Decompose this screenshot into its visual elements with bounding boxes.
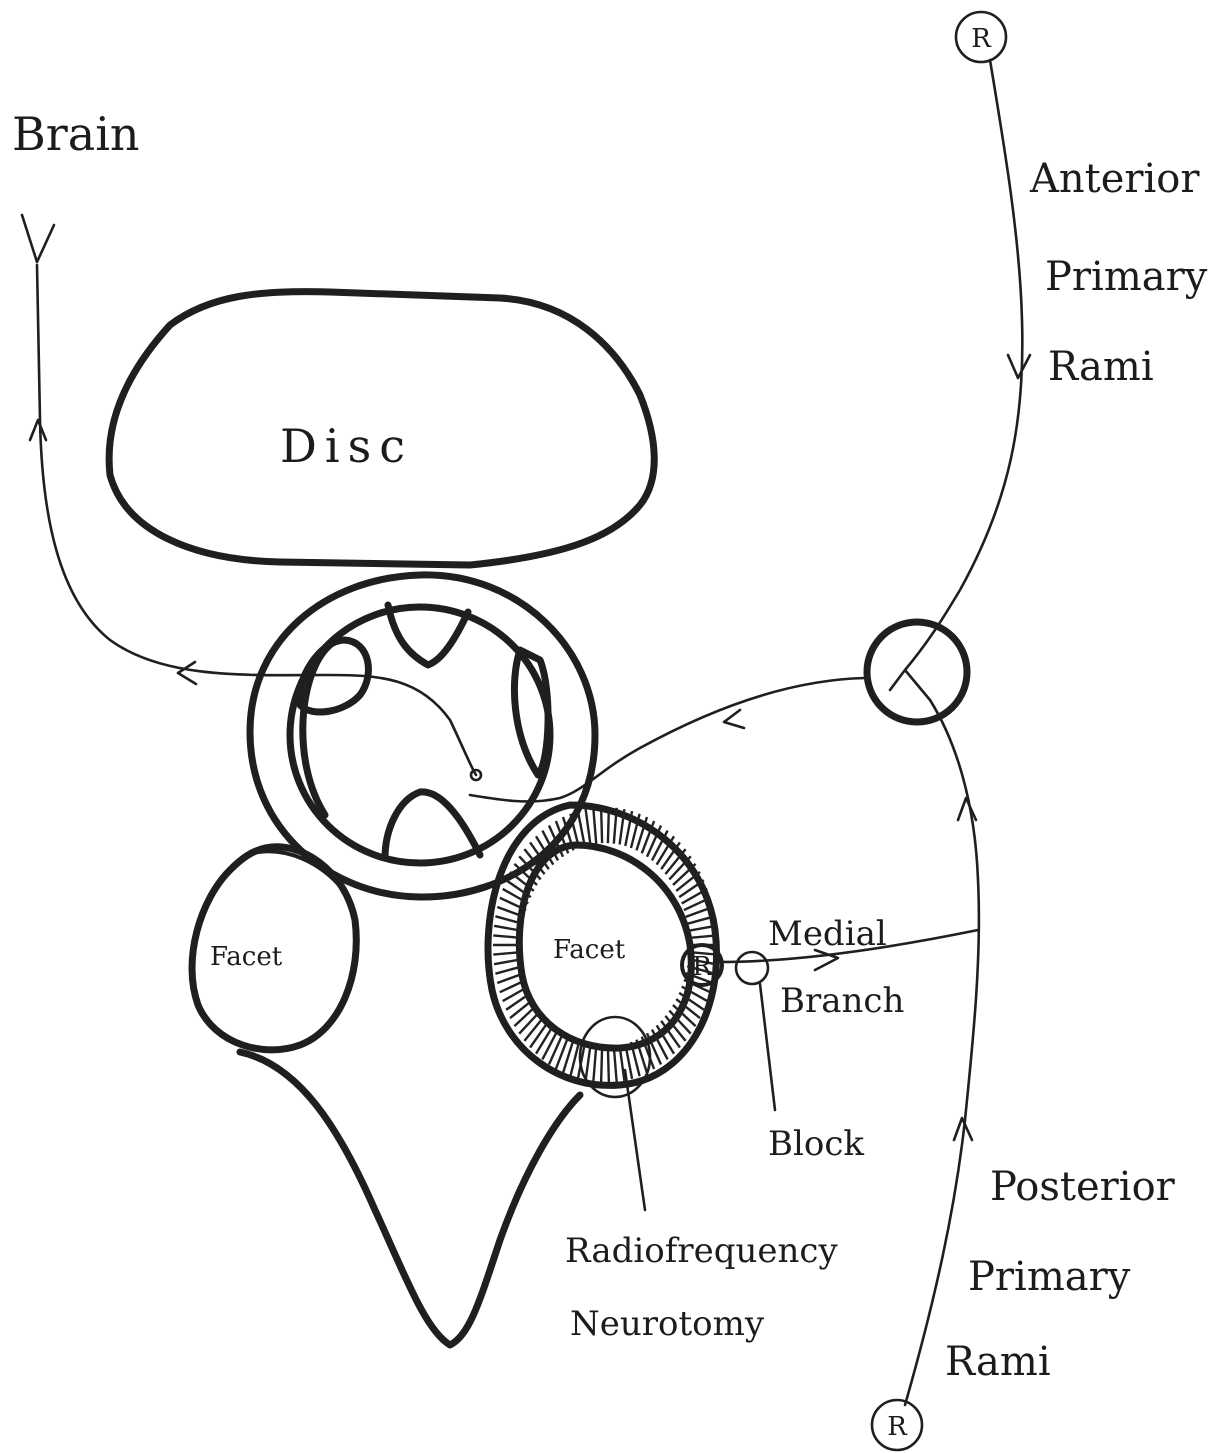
hatch-mark	[519, 1011, 541, 1034]
pathway-arrow-up	[30, 420, 46, 440]
posterior-label-3: Rami	[945, 1339, 1051, 1385]
hatch-mark	[586, 809, 591, 844]
hatch-mark	[608, 1047, 609, 1083]
block-leader-line	[760, 984, 775, 1110]
hatch-mark	[586, 1046, 591, 1081]
cord-lower-horn	[385, 792, 480, 858]
facet-right-label: Facet	[553, 935, 626, 965]
hatch-mark	[578, 811, 585, 846]
ganglion-inner-link	[890, 670, 930, 700]
lamina-body	[240, 1052, 580, 1345]
hatch-mark	[510, 999, 534, 1018]
posterior-arrow-up-1	[958, 798, 976, 820]
r-marker-bottom-label: R	[887, 1412, 908, 1442]
rf-neurotomy-label-2: Neurotomy	[570, 1304, 765, 1344]
hatch-mark	[601, 807, 602, 843]
hatch-mark	[593, 1046, 596, 1082]
hatch-mark	[549, 1033, 563, 1064]
dorsal-root-ganglion	[867, 622, 967, 722]
posterior-label-2: Primary	[968, 1254, 1131, 1300]
rami-to-cord-nerve	[470, 678, 865, 801]
nerve-arrow-left	[724, 710, 744, 728]
anterior-ramus-line	[905, 60, 1022, 670]
anterior-arrow-down	[1008, 355, 1030, 378]
brain-arrowhead	[22, 215, 54, 262]
medial-branch-label-1: Medial	[768, 914, 887, 954]
hatch-mark	[514, 1005, 537, 1026]
hatch-mark	[536, 1025, 553, 1053]
disc-label: Disc	[280, 419, 413, 473]
block-label: Block	[768, 1124, 864, 1164]
hatch-mark	[530, 1021, 549, 1048]
posterior-label-1: Posterior	[990, 1164, 1176, 1210]
facet-left-label: Facet	[210, 942, 283, 972]
hatch-mark	[542, 1030, 558, 1060]
pathway-arrow-left	[178, 662, 196, 684]
hatch-mark	[593, 808, 596, 844]
r-marker-top-label: R	[971, 24, 992, 54]
hatch-mark	[601, 1047, 602, 1083]
medial-branch-label-2: Branch	[780, 981, 904, 1021]
hatch-mark	[524, 1016, 544, 1041]
hatch-mark	[614, 1046, 617, 1082]
anterior-label-2: Primary	[1045, 254, 1208, 300]
block-marker	[736, 952, 768, 984]
rf-neurotomy-label-1: Radiofrequency	[565, 1231, 838, 1271]
hatch-mark	[608, 807, 609, 843]
anterior-label-3: Rami	[1048, 344, 1154, 390]
brain-label: Brain	[12, 107, 140, 161]
r-marker-facet-label: R	[692, 952, 713, 982]
anterior-label-1: Anterior	[1029, 156, 1200, 202]
